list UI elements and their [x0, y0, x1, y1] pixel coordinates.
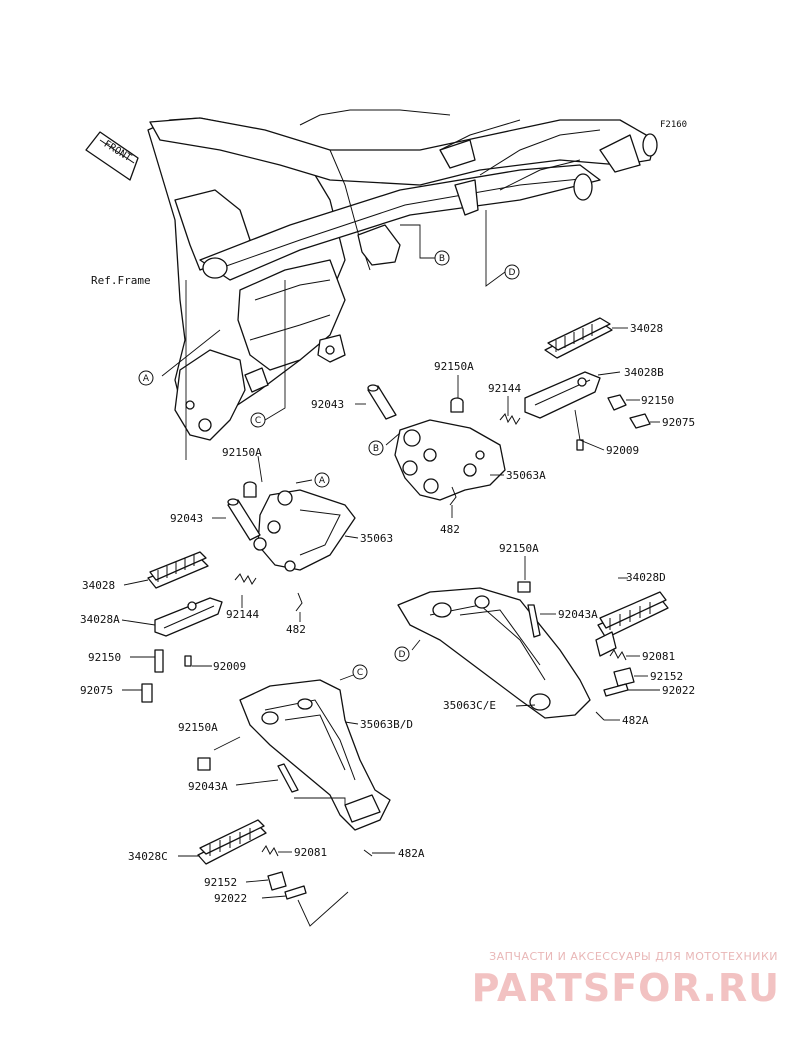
- label-34028A: 34028A: [80, 613, 120, 626]
- footpeg-holder-34028B: [524, 371, 601, 419]
- label-92043-right: 92043: [311, 398, 344, 411]
- watermark-tagline: ЗАПЧАСТИ И АКСЕССУАРЫ ДЛЯ МОТОТЕХНИКИ: [489, 950, 778, 963]
- label-92022-left: 92022: [214, 892, 247, 905]
- spring-92144-left: [234, 573, 257, 585]
- bolt-92150A-rear-right: [517, 581, 531, 593]
- label-92009-left: 92009: [213, 660, 246, 673]
- svg-text:B: B: [373, 444, 379, 454]
- svg-text:C: C: [255, 416, 261, 426]
- svg-text:B: B: [439, 254, 445, 264]
- label-92075-left: 92075: [80, 684, 113, 697]
- callout-D-frame: D: [504, 264, 520, 280]
- label-34028-left: 34028: [82, 579, 115, 592]
- figure-code: F2160: [660, 120, 688, 130]
- label-92152-right: 92152: [650, 670, 683, 683]
- callout-B-bracket: B: [368, 440, 384, 456]
- callout-C-bracket: C: [352, 664, 368, 680]
- clip-482A-left: [363, 849, 373, 857]
- collar-92152-left: [267, 871, 287, 891]
- label-34028D: 34028D: [626, 571, 666, 584]
- svg-text:D: D: [399, 650, 406, 660]
- pin-92043A-left: [277, 763, 299, 793]
- svg-text:D: D: [509, 268, 516, 278]
- label-92043A-right: 92043A: [558, 608, 598, 621]
- clip-482A-right: [595, 711, 605, 721]
- label-35063A: 35063A: [506, 469, 546, 482]
- label-482-left: 482: [286, 623, 306, 636]
- bolt-92150A-right: [450, 397, 464, 413]
- label-34028B: 34028B: [624, 366, 664, 379]
- label-92043A-left: 92043A: [188, 780, 228, 793]
- label-92144-left: 92144: [226, 608, 259, 621]
- front-arrow-icon: [85, 131, 139, 181]
- spring-92081-left: [261, 845, 279, 857]
- rear-bracket-35063B-D: [239, 679, 391, 831]
- label-92075-right: 92075: [662, 416, 695, 429]
- callout-A-bracket: A: [314, 472, 330, 488]
- screw-92009-right: [576, 439, 584, 451]
- label-35063C-E: 35063C/E: [443, 699, 496, 712]
- label-34028-right: 34028: [630, 322, 663, 335]
- label-482A-left: 482A: [398, 847, 425, 860]
- rear-bracket-35063C-E: [397, 587, 591, 719]
- screw-92009-left: [184, 655, 192, 667]
- label-92150-left: 92150: [88, 651, 121, 664]
- watermark-logo: PARTSFOR.RU: [471, 966, 780, 1010]
- pin-92043-left: [227, 499, 261, 541]
- footpeg-34028C: [197, 819, 267, 865]
- callout-C-frame: C: [250, 412, 266, 428]
- label-92150A-left: 92150A: [222, 446, 262, 459]
- label-35063B-D: 35063B/D: [360, 718, 413, 731]
- label-482A-right: 482A: [622, 714, 649, 727]
- label-35063: 35063: [360, 532, 393, 545]
- label-482-right: 482: [440, 523, 460, 536]
- ref-frame-label: Ref.Frame: [91, 274, 151, 287]
- footpeg-holder-34028A: [154, 597, 223, 637]
- bracket-35063: [253, 489, 356, 572]
- bolt-92150A-rear-left: [197, 757, 211, 771]
- collar-92152-right: [613, 667, 635, 687]
- footpeg-34028D: [595, 591, 669, 657]
- label-92081-right: 92081: [642, 650, 675, 663]
- callout-B-frame: B: [434, 250, 450, 266]
- svg-text:A: A: [143, 374, 150, 384]
- footpeg-34028-right: [544, 317, 613, 359]
- label-92150A-rear-right: 92150A: [499, 542, 539, 555]
- label-92144-right: 92144: [488, 382, 521, 395]
- label-92150A-right: 92150A: [434, 360, 474, 373]
- pin-92043A-right: [527, 604, 541, 638]
- label-92152-left: 92152: [204, 876, 237, 889]
- svg-text:C: C: [357, 668, 363, 678]
- spring-92144-right: [499, 413, 521, 425]
- callout-A-frame: A: [138, 370, 154, 386]
- bolt-92150A-left: [243, 481, 257, 498]
- pin-92022-left: [284, 885, 307, 900]
- rubber-92075-right: [629, 413, 651, 429]
- clip-482-right: [449, 486, 457, 506]
- label-92043-left: 92043: [170, 512, 203, 525]
- label-92022-right: 92022: [662, 684, 695, 697]
- label-92081-left: 92081: [294, 846, 327, 859]
- callout-D-bracket: D: [394, 646, 410, 662]
- bolt-92150-right: [607, 394, 627, 411]
- label-92009-right: 92009: [606, 444, 639, 457]
- pin-92022-right: [603, 683, 629, 697]
- footpeg-34028-left: [147, 551, 209, 589]
- bracket-35063A: [394, 419, 506, 501]
- clip-482-left: [295, 592, 303, 612]
- motorcycle-frame: [147, 109, 658, 441]
- rubber-92075-left: [141, 683, 153, 703]
- label-34028C: 34028C: [128, 850, 168, 863]
- bolt-92150-left: [154, 649, 164, 673]
- label-92150-right: 92150: [641, 394, 674, 407]
- svg-text:A: A: [319, 476, 326, 486]
- spring-92081-right: [609, 649, 627, 661]
- label-92150A-rear-left: 92150A: [178, 721, 218, 734]
